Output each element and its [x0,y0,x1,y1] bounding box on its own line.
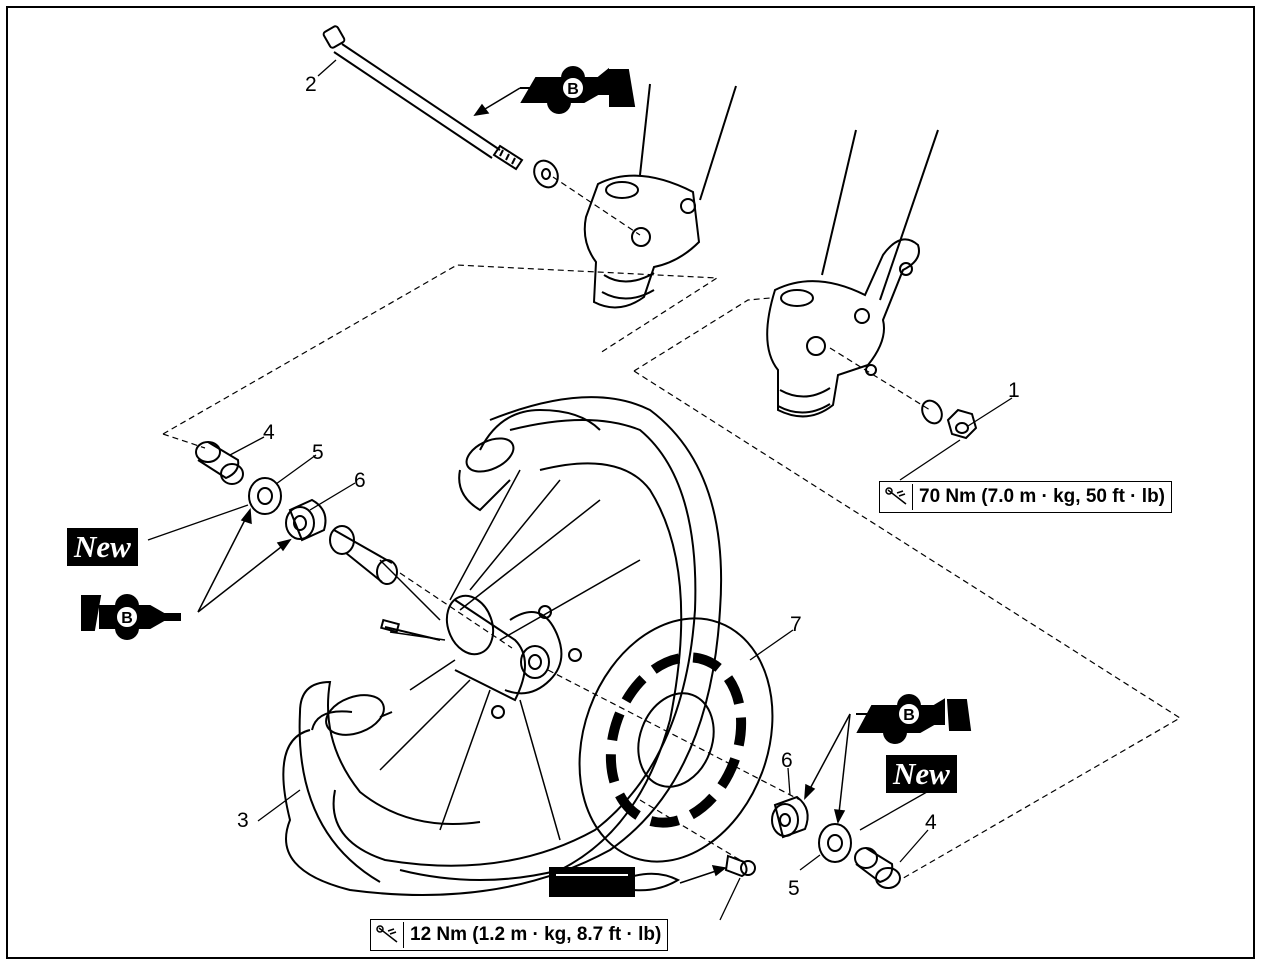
disc-bolt [724,854,756,878]
right-collar [854,847,901,889]
left-collar [195,441,244,485]
left-oil-seal [248,477,282,515]
svg-text:B: B [903,707,915,724]
callout-3: 3 [237,809,249,832]
callout-6-left: 6 [354,469,366,492]
speedometer-cable [380,618,441,641]
wheel-spokes [379,469,641,841]
assembly-dashed-lines [162,176,1182,881]
left-bearing [285,498,327,542]
lithium-grease-icon: B [81,594,181,640]
new-part-badge-right: New [886,755,957,793]
axle-nut [921,399,978,440]
callout-5-right: 5 [788,877,800,900]
torque-spec-disc-bolt: 12 Nm (1.2 m · kg, 8.7 ft · lb) [370,919,669,951]
svg-text:B: B [567,81,579,98]
right-oil-seal [818,823,852,863]
callout-1: 1 [1008,379,1020,402]
right-bearing [771,795,809,839]
callout-2: 2 [305,73,317,96]
wheel-hub [445,594,582,719]
left-fork-leg [583,83,737,309]
front-wheel [282,396,723,896]
lithium-grease-icon: B [856,694,972,744]
right-fork-leg [766,129,939,418]
grease-arrows [197,87,851,884]
wheel-spacer [329,525,398,585]
torque-wrench-icon [882,484,913,510]
front-axle [322,25,524,171]
callout-4-left: 4 [263,421,275,444]
callout-6-right: 6 [781,749,793,772]
new-part-badge-left: New [67,528,138,566]
brake-disc [578,617,774,863]
torque-value-axle-nut: 70 Nm (7.0 m · kg, 50 ft · lb) [919,486,1165,507]
thread-lock-icon [549,867,681,897]
lithium-grease-icon: B [520,66,636,114]
callout-7: 7 [790,613,802,636]
diagram-frame [6,6,1255,959]
leader-lines [147,59,1013,921]
callout-5-left: 5 [312,441,324,464]
torque-wrench-icon [373,922,404,948]
axle-washer [533,159,559,189]
svg-text:B: B [121,610,133,627]
torque-value-disc-bolt: 12 Nm (1.2 m · kg, 8.7 ft · lb) [410,924,662,945]
callout-4-right: 4 [925,811,937,834]
torque-spec-axle-nut: 70 Nm (7.0 m · kg, 50 ft · lb) [879,481,1172,513]
